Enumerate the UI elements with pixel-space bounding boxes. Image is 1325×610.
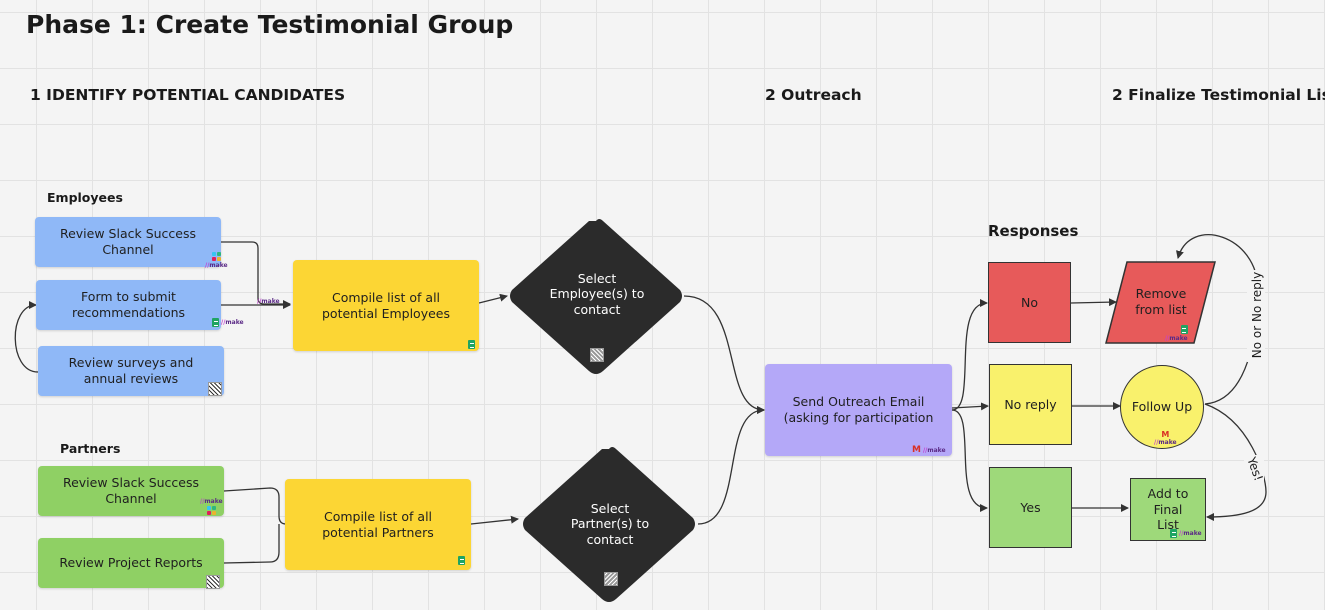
make-label: make	[204, 498, 223, 505]
section-identify-candidates: 1 IDENTIFY POTENTIAL CANDIDATES	[30, 86, 346, 104]
node-label: Review Slack Success Channel	[59, 226, 197, 257]
node-review-slack-employees[interactable]: Review Slack Success Channel	[35, 217, 221, 267]
google-sheets-icon: //make	[1170, 529, 1202, 538]
node-response-no[interactable]: No	[988, 262, 1071, 343]
edge-select-employees-to-outreach	[683, 295, 765, 414]
qr-code-icon	[206, 575, 220, 589]
gmail-icon: M//make	[912, 445, 946, 455]
edge-no-to-remove	[1070, 298, 1117, 307]
node-send-outreach-email[interactable]: Send Outreach Email (asking for particip…	[765, 364, 952, 456]
make-icon: //make	[205, 262, 228, 269]
node-label: No reply	[1004, 396, 1057, 412]
node-response-yes[interactable]: Yes	[989, 467, 1072, 548]
node-label: No	[1021, 294, 1038, 310]
edge-compile-partners-to-select	[470, 515, 519, 525]
group-label-partners: Partners	[60, 441, 121, 456]
make-icon: //make	[922, 446, 946, 454]
node-label: Follow Up	[1131, 399, 1193, 415]
google-sheets-icon	[468, 340, 475, 349]
group-label-employees: Employees	[47, 190, 123, 205]
node-label: Review Slack Success Channel	[62, 475, 200, 506]
node-select-partners[interactable]	[520, 445, 698, 603]
qr-code-icon	[604, 572, 618, 586]
google-sheets-icon	[458, 556, 465, 565]
node-label: Send Outreach Email (asking for particip…	[783, 394, 934, 425]
make-icon: //make	[1165, 335, 1188, 342]
node-review-project-reports[interactable]: Review Project Reports	[38, 538, 224, 588]
make-icon: //make	[257, 298, 280, 305]
edge-compile-employees-to-select	[478, 293, 508, 304]
node-add-to-final-list[interactable]: Add to Final List	[1130, 478, 1206, 541]
node-label: Form to submit recommendations	[71, 289, 186, 320]
make-icon: //make	[200, 498, 223, 505]
make-label: make	[1183, 530, 1202, 537]
google-sheets-icon: //make	[1165, 325, 1188, 342]
make-icon: //make	[221, 319, 244, 326]
section-finalize: 2 Finalize Testimonial Lis	[1112, 86, 1325, 104]
make-label: make	[225, 319, 244, 326]
edge-select-partners-to-outreach	[697, 406, 765, 525]
node-label: Review surveys and annual reviews	[68, 355, 194, 386]
make-label: make	[927, 446, 946, 454]
edge-outreach-to-yes	[951, 409, 988, 512]
slack-icon: //make	[200, 498, 223, 515]
node-label: Select Employee(s) to contact	[549, 270, 645, 317]
edge-slack-to-compile-employees	[221, 241, 291, 308]
node-response-no-reply[interactable]: No reply	[989, 364, 1072, 445]
page-title: Phase 1: Create Testimonial Group	[26, 10, 514, 39]
node-select-employees[interactable]	[507, 217, 685, 375]
qr-code-icon	[208, 382, 222, 396]
make-label: make	[1158, 439, 1177, 446]
node-label: Select Partner(s) to contact	[570, 500, 650, 547]
node-label: Review Project Reports	[59, 555, 203, 571]
edge-outreach-to-no-reply	[951, 402, 989, 411]
edge-follow-up-to-final-list	[1204, 403, 1267, 521]
edge-partner-brace	[223, 487, 287, 564]
edge-outreach-to-no	[951, 299, 988, 411]
google-sheets-icon: //make	[212, 318, 244, 327]
node-compile-partners[interactable]: Compile list of all potential Partners	[285, 479, 471, 570]
make-label: make	[261, 298, 280, 305]
node-review-slack-partners[interactable]: Review Slack Success Channel	[38, 466, 224, 516]
node-review-surveys[interactable]: Review surveys and annual reviews	[38, 346, 224, 396]
node-form-submit-recommendations[interactable]: Form to submit recommendations	[36, 280, 221, 330]
qr-code-icon	[590, 348, 604, 362]
make-icon: //make	[1154, 439, 1177, 446]
make-label: make	[209, 262, 228, 269]
node-remove-from-list[interactable]	[1105, 261, 1217, 345]
group-label-responses: Responses	[988, 222, 1079, 240]
node-compile-employees[interactable]: Compile list of all potential Employees	[293, 260, 479, 351]
gmail-icon: M//make	[1154, 430, 1177, 446]
section-outreach: 2 Outreach	[765, 86, 862, 104]
edge-surveys-to-form	[14, 301, 39, 373]
make-label: make	[1169, 335, 1188, 342]
node-label: Compile list of all potential Employees	[322, 289, 450, 321]
node-label: Add to Final List	[1147, 486, 1189, 533]
slack-icon: //make	[205, 252, 228, 269]
node-label: Remove from list	[1135, 286, 1187, 317]
edge-label-no-or-no-reply: No or No reply	[1250, 271, 1264, 359]
node-label: Yes	[1020, 499, 1041, 515]
make-icon: //make	[1179, 530, 1202, 537]
node-label: Compile list of all potential Partners	[322, 508, 434, 540]
node-follow-up[interactable]: Follow Up	[1120, 365, 1204, 449]
